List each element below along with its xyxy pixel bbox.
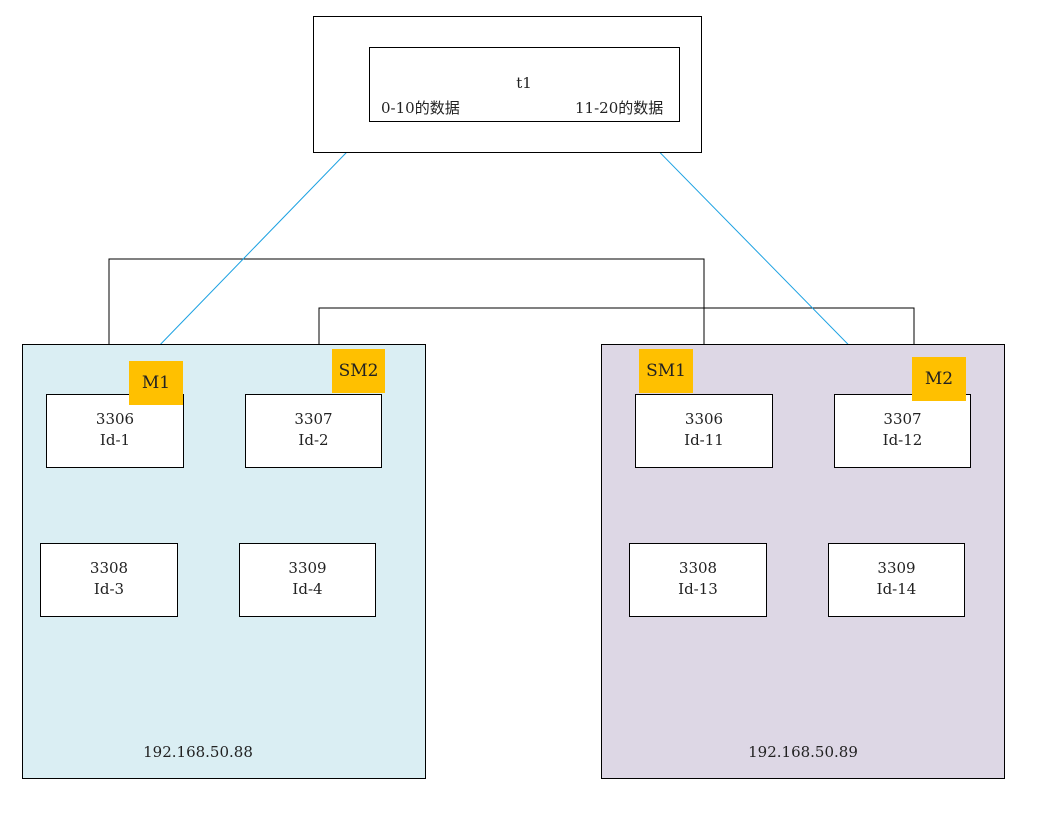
node-port: 3309	[877, 559, 916, 577]
node-port: 3306	[95, 410, 135, 428]
data-arrow-left	[122, 121, 377, 384]
node-port: 3309	[288, 559, 327, 577]
node-port: 3307	[883, 410, 922, 428]
node-3308-a: 3308 Id-3	[40, 543, 178, 617]
node-id: Id-14	[876, 580, 917, 598]
node-3309-a: 3309 Id-4	[239, 543, 376, 617]
node-id: Id-13	[678, 580, 718, 598]
node-id: Id-11	[684, 431, 724, 449]
node-port: 3307	[294, 410, 333, 428]
host-a-ip: 192.168.50.88	[143, 743, 253, 761]
node-3307-a: 3307 Id-2	[245, 394, 382, 468]
tag-sm1: SM1	[639, 349, 693, 393]
node-id: Id-4	[292, 580, 323, 598]
host-b-ip: 192.168.50.89	[748, 743, 858, 761]
node-id: Id-2	[298, 431, 329, 449]
node-id: Id-12	[882, 431, 923, 449]
link-m1-sm1	[109, 258, 704, 394]
node-3307-b: 3307 Id-12	[834, 394, 971, 468]
node-3306-a: 3306 Id-1	[46, 394, 184, 468]
data-arrow-right	[629, 121, 887, 384]
table-right-range: 11-20的数据	[575, 99, 664, 117]
node-id: Id-1	[99, 431, 131, 449]
node-id: Id-3	[93, 580, 125, 598]
tag-m1: M1	[129, 361, 183, 405]
node-3309-b: 3309 Id-14	[828, 543, 965, 617]
table-left-range: 0-10的数据	[381, 99, 460, 117]
table-name: t1	[516, 74, 532, 92]
node-port: 3308	[678, 559, 718, 577]
tag-sm2: SM2	[332, 349, 385, 393]
node-3306-b: 3306 Id-11	[635, 394, 773, 468]
node-port: 3308	[89, 559, 129, 577]
node-3308-b: 3308 Id-13	[629, 543, 767, 617]
tag-m2: M2	[912, 357, 966, 401]
node-port: 3306	[684, 410, 724, 428]
table-box	[369, 47, 680, 122]
